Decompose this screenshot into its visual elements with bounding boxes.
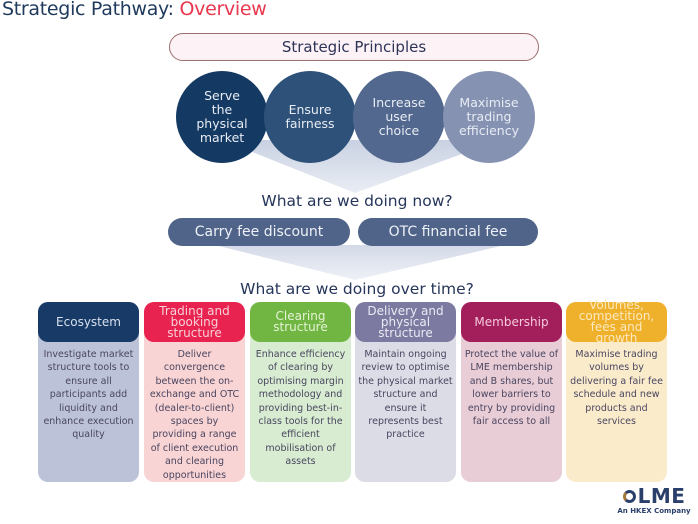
- logo-tagline: An HKEX Company: [617, 507, 691, 515]
- initiative-description: Deliver convergence between the on-excha…: [149, 349, 240, 481]
- title-main: Strategic Pathway:: [2, 0, 174, 20]
- initiative-description: Maintain ongoing review to optimise the …: [358, 349, 453, 441]
- initiative-title: Trading and booking structure: [144, 302, 245, 342]
- principle-circle: Maximise trading efficiency: [443, 71, 535, 163]
- initiative-title: Delivery and physical structure: [355, 302, 456, 342]
- page-title: Strategic Pathway: Overview: [2, 0, 267, 20]
- lme-ring-icon: [622, 489, 636, 503]
- principle-label: Maximise trading efficiency: [458, 95, 519, 138]
- principle-circle: Ensure fairness: [264, 71, 356, 163]
- initiative-description: Investigate market structure tools to en…: [43, 349, 134, 441]
- principle-circle: Increase user choice: [353, 71, 445, 163]
- funnel-now-to-overtime: [215, 245, 505, 280]
- logo-name: LME: [637, 484, 686, 508]
- title-accent: Overview: [179, 0, 267, 20]
- over-time-heading: What are we doing over time?: [240, 280, 474, 298]
- initiative-title: Clearing structure: [250, 302, 351, 342]
- principle-label: Serve the physical market: [196, 88, 248, 145]
- initiative-title: Ecosystem: [38, 302, 139, 342]
- initiative-title: Membership: [461, 302, 562, 342]
- principle-label: Ensure fairness: [285, 102, 335, 131]
- strategic-principles-label: Strategic Principles: [169, 33, 539, 61]
- lme-logo: LME An HKEX Company: [614, 484, 694, 515]
- principle-label: Increase user choice: [372, 95, 426, 138]
- initiative-description: Protect the value of LME membership and …: [464, 349, 559, 428]
- initiative-description: Enhance efficiency of clearing by optimi…: [255, 349, 346, 468]
- now-heading: What are we doing now?: [261, 192, 453, 210]
- action-pill: Carry fee discount: [168, 218, 350, 246]
- action-pill: OTC financial fee: [358, 218, 538, 246]
- initiative-title: Volumes, competition, fees and growth: [566, 299, 667, 344]
- initiative-description: Maximise trading volumes by delivering a…: [570, 349, 663, 428]
- principle-circle: Serve the physical market: [176, 71, 268, 163]
